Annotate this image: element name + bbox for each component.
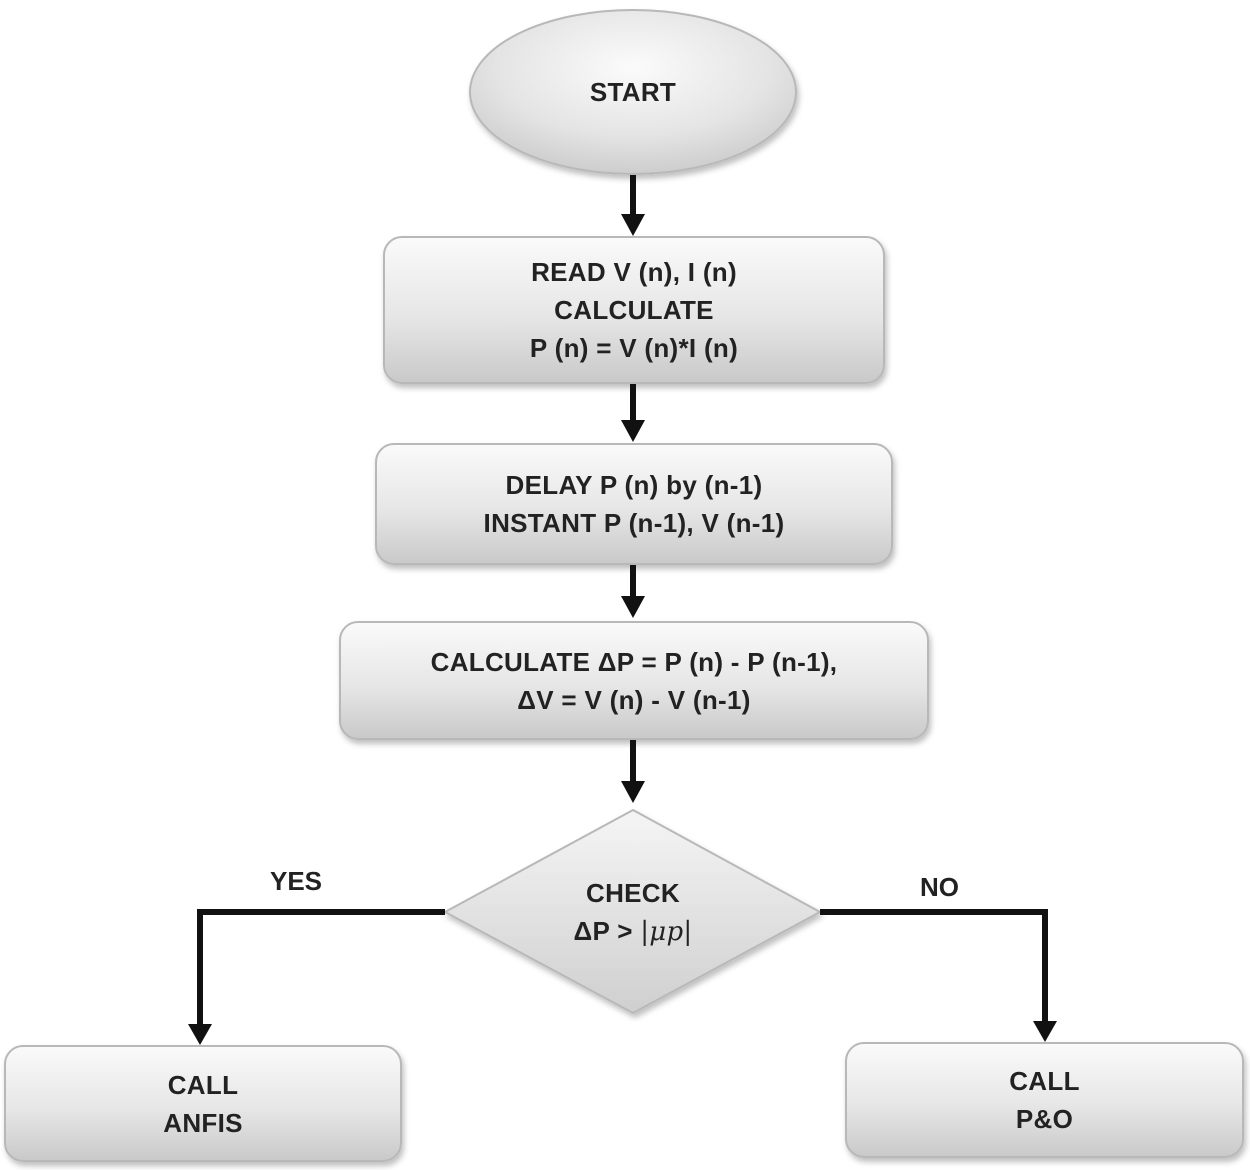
- arrow-delay-to-calculate: [621, 565, 645, 618]
- arrow-no-branch: [820, 909, 1057, 1042]
- check-decision-label: CHECK ΔP > |μp|: [495, 862, 771, 962]
- condition-prefix: ΔP >: [573, 915, 641, 946]
- delta-v-text: ΔV = V (n) - V (n-1): [517, 684, 751, 715]
- calculate-delta-label: CALCULATE ΔP = P (n) - P (n-1), ΔV = V (…: [340, 622, 928, 739]
- delay-instant-label: DELAY P (n) by (n-1) INSTANT P (n-1), V …: [376, 444, 892, 564]
- start-text: START: [589, 77, 677, 107]
- arrow-calculate-to-check: [621, 740, 645, 803]
- start-label: START: [470, 52, 796, 132]
- call-po-box: [845, 1042, 1244, 1158]
- arrow-start-to-read: [621, 175, 645, 236]
- call-po-line2: P&O: [1015, 1104, 1074, 1134]
- arrow-yes-branch: [188, 909, 445, 1045]
- calculate-text: CALCULATE: [554, 295, 714, 325]
- read-calculate-label: READ V (n), I (n) CALCULATE P (n) = V (n…: [384, 237, 884, 383]
- calculate-delta-box: [339, 621, 929, 740]
- check-text: CHECK: [586, 877, 680, 908]
- call-anfis-line2: ANFIS: [163, 1107, 243, 1138]
- delay-text: DELAY P (n) by (n-1): [505, 470, 763, 500]
- yes-label: YES: [270, 866, 323, 896]
- condition-threshold: |μp|: [640, 916, 693, 947]
- arrow-read-to-delay: [621, 384, 645, 442]
- check-decision-diamond: [442, 808, 823, 1015]
- start-terminator: [469, 9, 797, 175]
- delay-instant-box: [375, 443, 893, 565]
- call-anfis-label: CALL ANFIS: [5, 1046, 401, 1161]
- call-po-label: CALL P&O: [846, 1043, 1243, 1157]
- no-label: NO: [920, 872, 959, 902]
- read-calculate-box: [383, 236, 885, 384]
- delta-p-text: CALCULATE ΔP = P (n) - P (n-1),: [430, 646, 838, 677]
- read-vi-text: READ V (n), I (n): [531, 257, 737, 287]
- instant-text: INSTANT P (n-1), V (n-1): [483, 508, 785, 538]
- power-formula-text: P (n) = V (n)*I (n): [529, 333, 739, 363]
- call-anfis-box: [4, 1045, 402, 1162]
- call-anfis-line1: CALL: [167, 1069, 239, 1100]
- check-condition: ΔP > |μp|: [574, 912, 693, 951]
- call-po-line1: CALL: [1009, 1066, 1080, 1096]
